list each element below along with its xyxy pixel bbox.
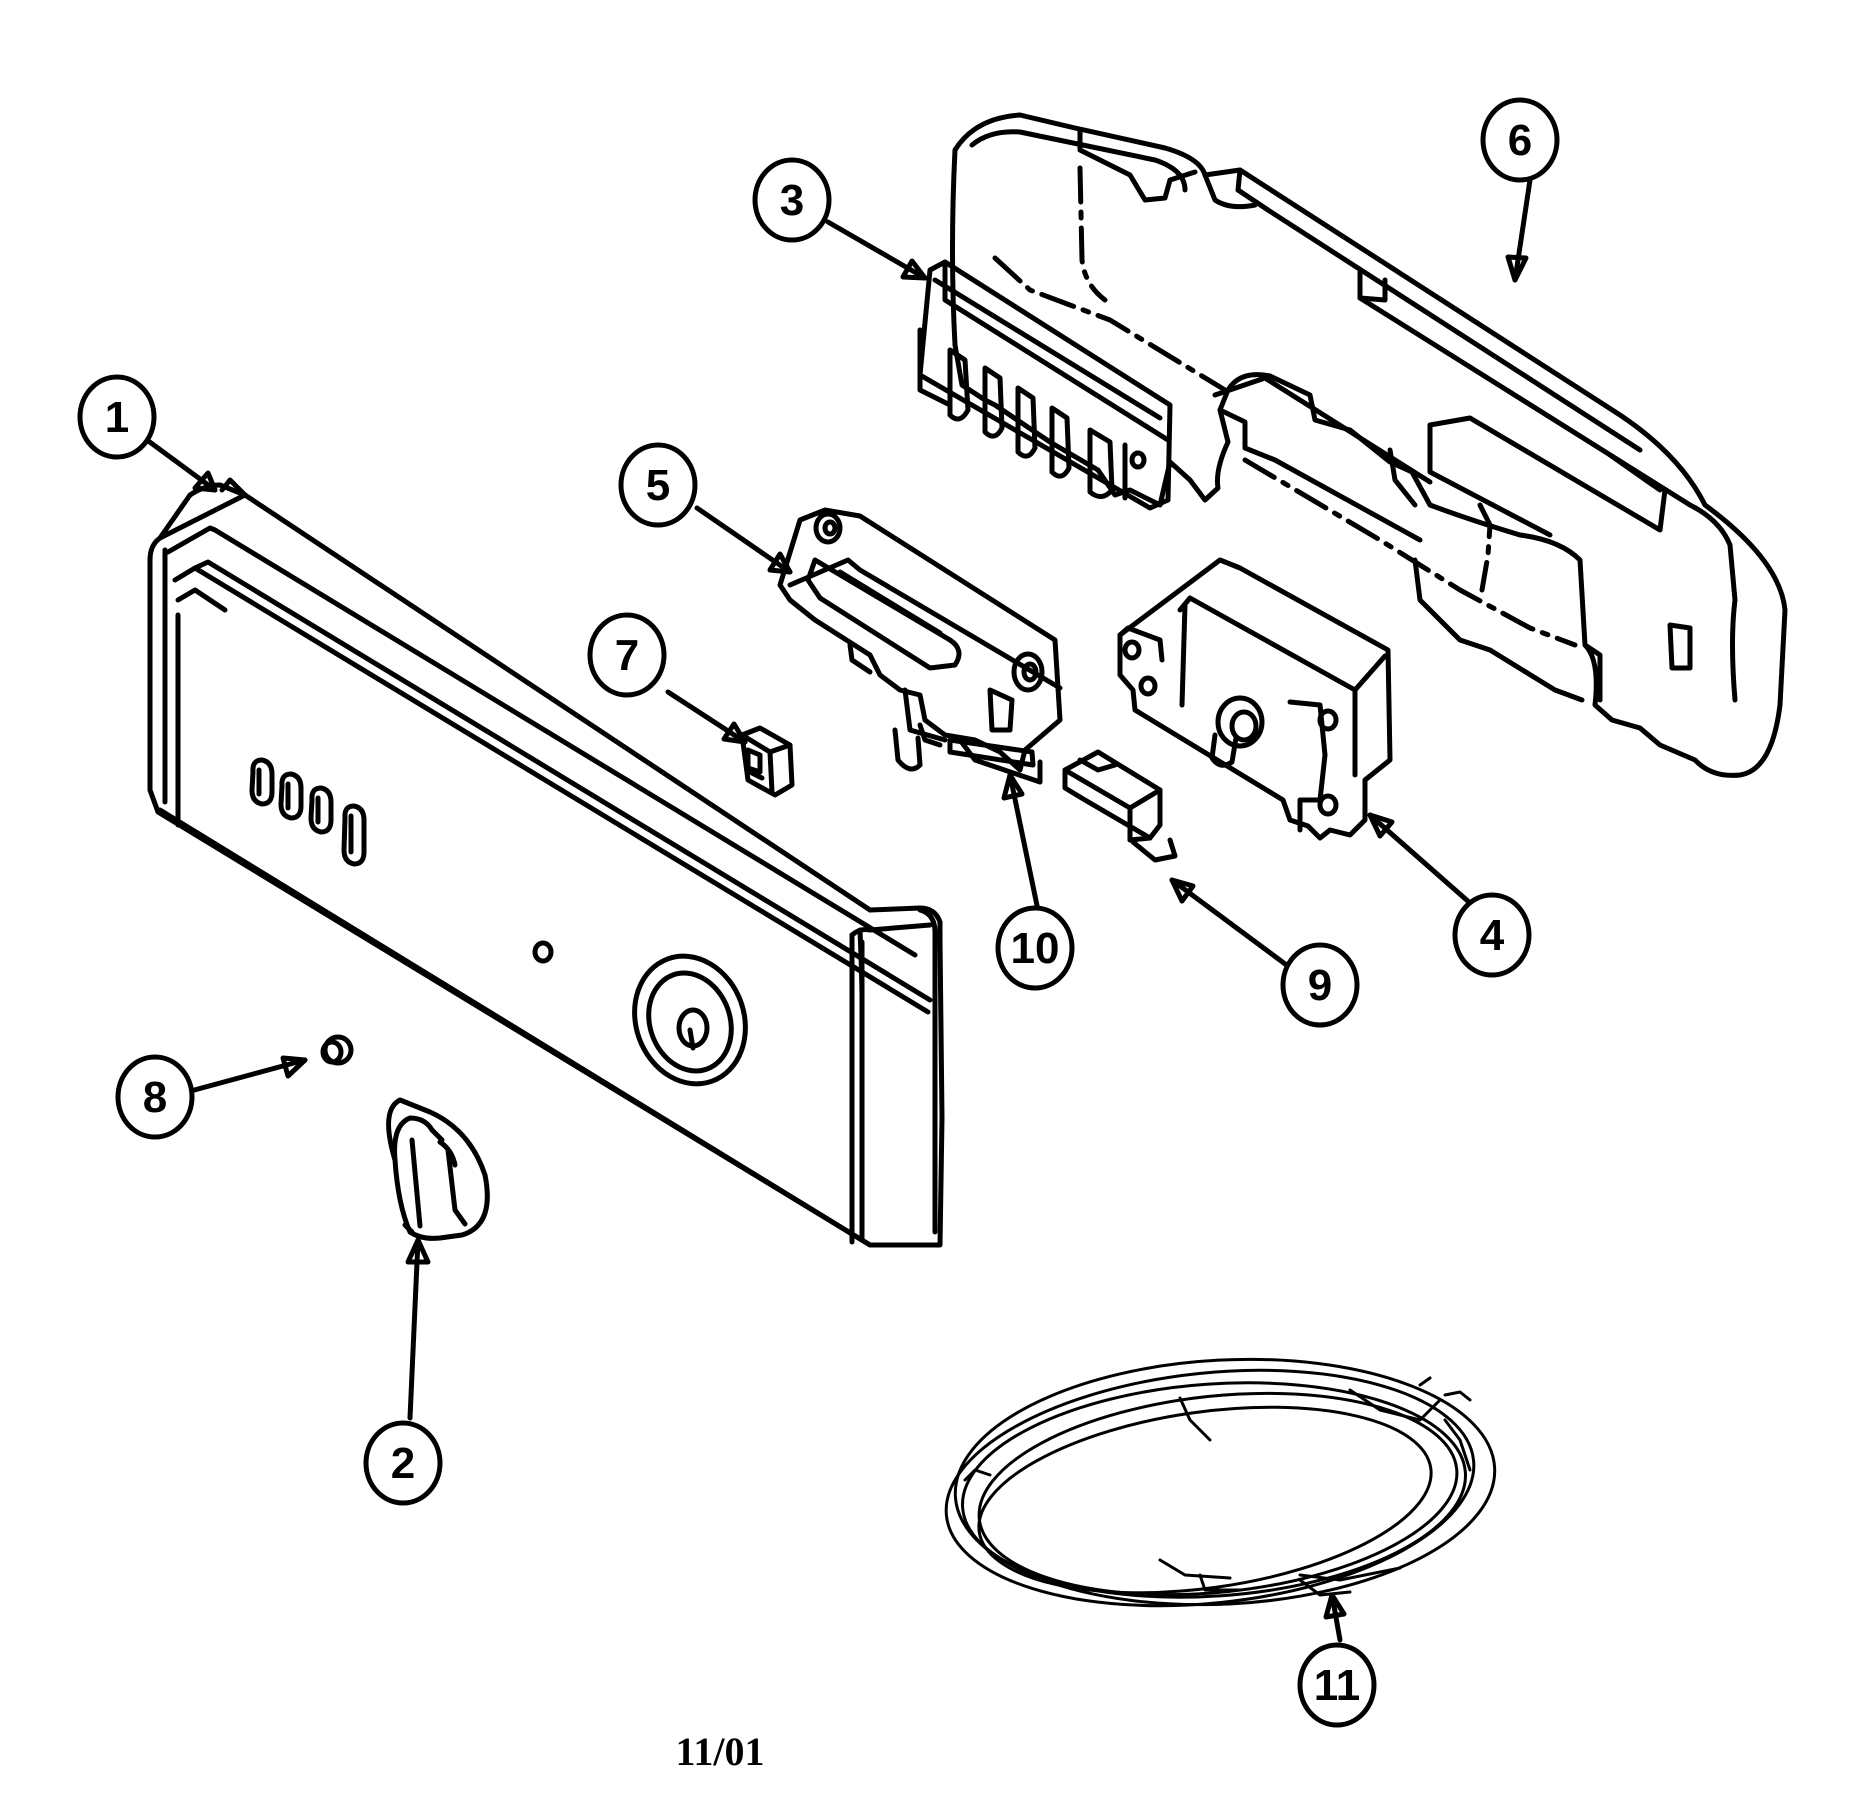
callout-10-label: 10 — [1011, 924, 1060, 973]
callout-9-label: 9 — [1308, 961, 1332, 1010]
part-8-indicator-lens — [320, 1034, 354, 1066]
callout-2: 2 — [363, 1420, 443, 1506]
part-5-door-latch — [777, 507, 1063, 785]
callout-10: 10 — [995, 905, 1075, 991]
callout-1-label: 1 — [105, 393, 129, 442]
date-stamp: 11/01 — [675, 1729, 765, 1774]
callout-6: 6 — [1480, 97, 1560, 183]
callout-1: 1 — [77, 374, 157, 460]
callout-3: 3 — [752, 157, 832, 243]
part-1-control-panel — [147, 477, 945, 1248]
callout-5-label: 5 — [646, 461, 670, 510]
part-7-block — [739, 725, 795, 798]
callout-8: 8 — [115, 1054, 195, 1140]
part-9-micro-switch — [1062, 749, 1178, 863]
part-6-control-housing — [950, 112, 1788, 778]
callout-7: 7 — [587, 612, 667, 698]
part-2-control-knob — [386, 1097, 490, 1241]
callout-6-label: 6 — [1508, 116, 1532, 165]
callout-8-label: 8 — [143, 1073, 167, 1122]
part-3-button-switch — [917, 259, 1173, 511]
callout-11: 11 — [1297, 1642, 1377, 1728]
callout-4-label: 4 — [1480, 911, 1505, 960]
callout-4: 4 — [1452, 892, 1532, 978]
callout-7-label: 7 — [615, 631, 639, 680]
callout-9: 9 — [1280, 942, 1360, 1028]
part-11-wire-harness — [944, 1357, 1497, 1608]
callout-5: 5 — [618, 442, 698, 528]
part-4-timer — [1117, 557, 1393, 841]
callout-11-label: 11 — [1314, 1661, 1361, 1710]
leader-lines — [144, 177, 1533, 1643]
part-10-latch-rod — [947, 737, 1036, 768]
callout-3-label: 3 — [780, 176, 804, 225]
callout-2-label: 2 — [391, 1439, 415, 1488]
